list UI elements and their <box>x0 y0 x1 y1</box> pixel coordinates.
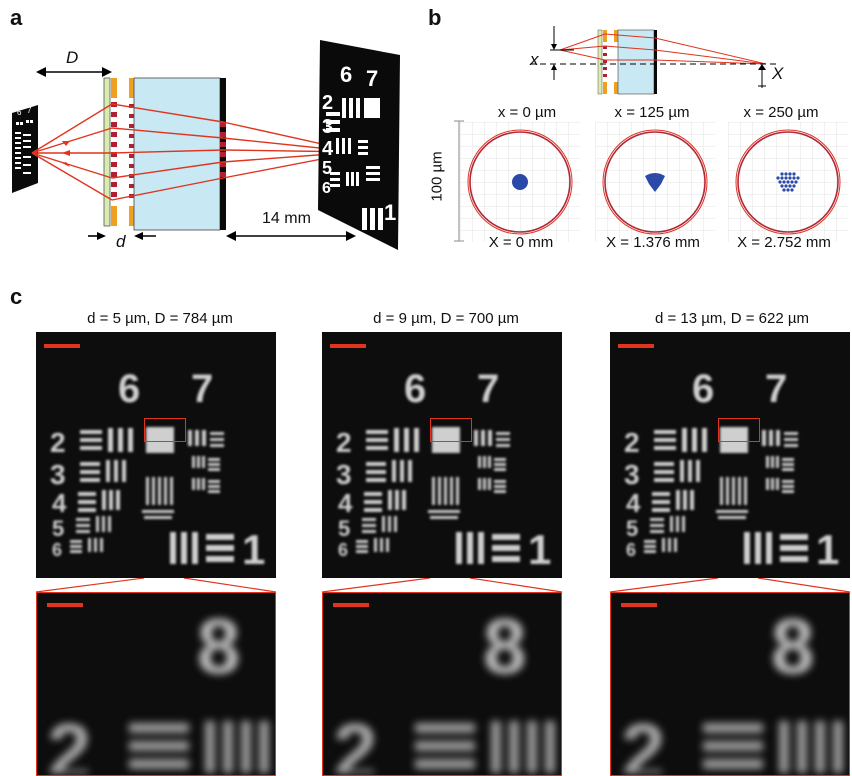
zoom-digit: 2 <box>333 707 378 773</box>
panel-a-label: a <box>10 5 23 30</box>
panel-b-schematic <box>530 26 778 95</box>
target-digit: 6 <box>338 540 348 560</box>
target-digit: 2 <box>624 427 640 458</box>
target-digit: 6 <box>404 367 426 411</box>
spot-3-bottom-label: X = 2.752 mm <box>737 234 831 251</box>
target-digit: 3 <box>50 459 66 490</box>
spot-1-top-label: x = 0 µm <box>497 104 557 121</box>
D-label: D <box>66 48 79 67</box>
target-digit: 4 <box>52 488 67 518</box>
small-target-digit-7: 7 <box>27 106 32 115</box>
zoom-digit: 8 <box>197 602 240 690</box>
panel-b-label: b <box>428 5 442 30</box>
ray-paths <box>31 103 359 201</box>
zoomed-target-image-2: 8 2 <box>322 592 562 776</box>
target-digit: 3 <box>624 459 640 490</box>
zoomed-target-image-1: 8 2 <box>36 592 276 776</box>
spot-2-top-label: x = 125 µm <box>614 104 690 121</box>
target-digit: 6 <box>626 540 636 560</box>
big-target-digit-6: 6 <box>340 62 353 87</box>
zoom-region <box>718 418 760 442</box>
scale-bar <box>44 344 80 348</box>
spot-diagram-3 <box>728 122 848 242</box>
target-digit: 1 <box>242 526 265 572</box>
target-digit: 6 <box>118 367 140 411</box>
zoom-connector <box>322 578 562 592</box>
target-digit: 6 <box>52 540 62 560</box>
target-digit: 4 <box>626 488 641 518</box>
zoom-scale-bar <box>47 603 83 607</box>
scale-bar <box>330 344 366 348</box>
target-digit: 5 <box>52 516 64 541</box>
resolution-target-image-3: 6 7 2 3 4 5 6 1 <box>610 332 850 578</box>
small-target-digit-6: 6 <box>17 108 22 117</box>
big-target-digit-7: 7 <box>366 66 379 91</box>
column-1-title: d = 5 µm, D = 784 µm <box>87 310 233 327</box>
big-target-digit-1: 1 <box>384 200 397 225</box>
scale-bar <box>618 344 654 348</box>
big-target-digit-5: 5 <box>322 158 333 178</box>
zoomed-target-image-3: 8 2 <box>610 592 850 776</box>
zoom-digit: 8 <box>483 602 526 690</box>
target-digit: 1 <box>816 526 839 572</box>
target-digit: 7 <box>191 367 213 411</box>
column-2-title: d = 9 µm, D = 700 µm <box>373 310 519 327</box>
target-digit: 7 <box>477 367 499 411</box>
spot-scale-label: 100 µm <box>428 151 446 202</box>
big-target-digit-6b: 6 <box>322 180 331 197</box>
target-digit: 3 <box>336 459 352 490</box>
target-digit: 5 <box>338 516 350 541</box>
spot-2-bottom-label: X = 1.376 mm <box>606 234 700 251</box>
aperture-stop <box>111 78 117 226</box>
target-digit: 2 <box>50 427 66 458</box>
resolution-target-image-1: 6 7 2 3 4 5 6 1 <box>36 332 276 578</box>
panel-c-label: c <box>10 284 23 309</box>
spot-1-bottom-label: X = 0 mm <box>488 234 554 251</box>
zoom-digit: 2 <box>621 707 666 773</box>
column-3-title: d = 13 µm, D = 622 µm <box>654 310 810 327</box>
x-label: x <box>530 50 539 69</box>
zoom-digit: 2 <box>47 707 92 773</box>
d-label: d <box>116 232 126 251</box>
target-digit: 2 <box>336 427 352 458</box>
target-digit: 4 <box>338 488 353 518</box>
zoom-connector <box>610 578 850 592</box>
zoom-region <box>430 418 472 442</box>
spot-3-top-label: x = 250 µm <box>743 104 819 121</box>
image-target <box>318 40 400 250</box>
big-target-digit-4: 4 <box>322 138 334 160</box>
zoom-region <box>144 418 186 442</box>
zoom-scale-bar <box>333 603 369 607</box>
target-digit: 5 <box>626 516 638 541</box>
metasurface-2 <box>129 104 134 198</box>
target-digit: 6 <box>692 367 714 411</box>
zoom-scale-bar <box>621 603 657 607</box>
spot-diagram-2 <box>595 122 715 242</box>
big-target-digit-3: 3 <box>322 116 334 138</box>
target-digit: 1 <box>528 526 551 572</box>
distance-label: 14 mm <box>262 210 311 227</box>
resolution-target-image-2: 6 7 2 3 4 5 6 1 <box>322 332 562 578</box>
zoom-digit: 8 <box>771 602 814 690</box>
spot-diagram-1 <box>460 122 580 242</box>
panel-a-diagram <box>12 40 400 250</box>
target-digit: 7 <box>765 367 787 411</box>
metasurface-1 <box>111 102 117 197</box>
big-target-digit-2: 2 <box>322 92 334 114</box>
source-target <box>12 105 38 193</box>
zoom-connector <box>36 578 276 592</box>
X-label: X <box>772 64 784 83</box>
